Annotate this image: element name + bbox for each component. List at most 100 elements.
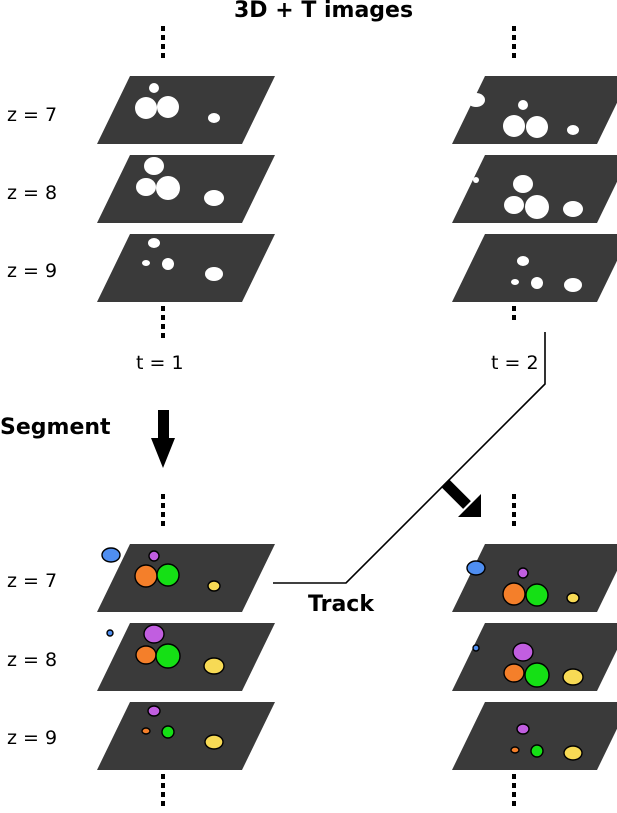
raw-t2-blob-0-0 bbox=[467, 93, 485, 107]
dots-seg-t2-top bbox=[512, 494, 516, 499]
seg-t1-slice-0 bbox=[97, 544, 275, 612]
seg-t2-cell-1-3 bbox=[524, 662, 550, 688]
seg-t1-cell-1-1 bbox=[143, 624, 165, 644]
seg-t1-cell-2-2 bbox=[161, 725, 175, 739]
seg-t1-cell-1-2 bbox=[135, 645, 157, 665]
raw-t1-blob-1-3 bbox=[156, 176, 180, 200]
seg-t2-cell-2-3 bbox=[563, 745, 583, 761]
dots-seg-t2-top bbox=[512, 512, 516, 517]
seg-t1-cell-1-0 bbox=[106, 629, 114, 637]
raw-t1-blob-1-2 bbox=[136, 178, 156, 196]
seg-t2-cell-1-1 bbox=[512, 642, 534, 662]
raw-t2-blob-1-1 bbox=[513, 175, 533, 193]
dots-raw-t1-bottom bbox=[161, 324, 165, 329]
time-label-t2: t = 2 bbox=[491, 352, 539, 374]
raw-t1-blob-0-0 bbox=[102, 80, 120, 94]
seg-t1-cell-2-0 bbox=[147, 705, 161, 717]
dots-raw-t1-bottom bbox=[161, 306, 165, 311]
raw-t2-blob-2-2 bbox=[531, 277, 543, 289]
dots-raw-t2-bottom bbox=[512, 315, 516, 320]
seg-t1-cell-2-1 bbox=[141, 727, 151, 735]
raw-t2-blob-1-2 bbox=[504, 196, 524, 214]
raw-t1-slice-1 bbox=[97, 155, 275, 223]
raw-t1-blob-2-0 bbox=[148, 238, 160, 248]
seg-t1-cell-0-2 bbox=[134, 564, 158, 588]
dots-raw-t1-top bbox=[161, 35, 165, 40]
seg-t1-cell-0-4 bbox=[207, 580, 221, 592]
raw-t2-blob-2-1 bbox=[511, 279, 519, 285]
seg-t2-cell-2-1 bbox=[510, 746, 520, 754]
raw-t1-slice-2 bbox=[97, 234, 275, 302]
track-label: Track bbox=[308, 592, 374, 617]
dots-seg-t1-top bbox=[161, 494, 165, 499]
raw-t1-blob-1-0 bbox=[107, 162, 113, 168]
seg-t1-cell-0-3 bbox=[156, 563, 180, 587]
dots-raw-t1-top bbox=[161, 44, 165, 49]
dots-seg-t1-top bbox=[161, 512, 165, 517]
seg-t2-cell-0-0 bbox=[466, 560, 486, 576]
raw-t2-blob-1-3 bbox=[525, 195, 549, 219]
seg-t2-cell-0-2 bbox=[502, 582, 526, 606]
seg-t1-slice-2 bbox=[97, 702, 275, 770]
dots-raw-t2-bottom bbox=[512, 306, 516, 311]
dots-seg-t2-bottom bbox=[512, 792, 516, 797]
raw-t2-blob-0-3 bbox=[526, 116, 548, 138]
figure-title: 3D + T images bbox=[234, 0, 414, 23]
time-label-t1: t = 1 bbox=[136, 352, 184, 374]
dots-raw-t2-top bbox=[512, 35, 516, 40]
seg-t2-slice-2 bbox=[452, 702, 617, 770]
raw-t1-blob-0-4 bbox=[208, 113, 220, 123]
dots-seg-t1-bottom bbox=[161, 774, 165, 779]
seg-t2-cell-2-0 bbox=[516, 723, 530, 735]
z-label-raw-7: z = 7 bbox=[7, 104, 58, 126]
dots-raw-t1-top bbox=[161, 53, 165, 58]
dots-raw-t1-bottom bbox=[161, 315, 165, 320]
raw-t1-slice-0 bbox=[97, 76, 275, 144]
dots-seg-t2-bottom bbox=[512, 774, 516, 779]
track-arrow bbox=[441, 479, 481, 517]
dots-seg-t2-bottom bbox=[512, 801, 516, 806]
raw-t2-blob-2-0 bbox=[517, 256, 529, 266]
dots-seg-t1-bottom bbox=[161, 783, 165, 788]
seg-t2-cell-1-4 bbox=[562, 668, 584, 686]
dots-seg-t1-bottom bbox=[161, 792, 165, 797]
seg-t2-cell-2-2 bbox=[530, 744, 544, 758]
seg-t1-cell-1-4 bbox=[203, 657, 225, 675]
raw-t1-blob-0-2 bbox=[135, 97, 157, 119]
dots-raw-t2-top bbox=[512, 26, 516, 31]
dots-raw-t2-top bbox=[512, 44, 516, 49]
raw-t2-slice-2 bbox=[452, 234, 617, 302]
dots-seg-t1-top bbox=[161, 521, 165, 526]
seg-t1-cell-0-1 bbox=[148, 550, 160, 562]
dots-seg-t2-top bbox=[512, 521, 516, 526]
raw-t1-blob-1-1 bbox=[144, 157, 164, 175]
z-label-raw-8: z = 8 bbox=[7, 182, 58, 204]
raw-t1-blob-1-4 bbox=[204, 190, 224, 206]
dots-seg-t1-top bbox=[161, 503, 165, 508]
segment-label: Segment bbox=[0, 415, 111, 440]
seg-t1-slice-1 bbox=[97, 623, 275, 691]
raw-t2-blob-0-4 bbox=[567, 125, 579, 135]
raw-t2-blob-0-2 bbox=[503, 115, 525, 137]
dots-seg-t2-top bbox=[512, 503, 516, 508]
z-label-seg-7: z = 7 bbox=[7, 570, 58, 592]
raw-t1-blob-2-1 bbox=[142, 260, 150, 266]
z-label-raw-9: z = 9 bbox=[7, 260, 58, 282]
raw-t1-blob-0-3 bbox=[157, 96, 179, 118]
seg-t2-cell-1-0 bbox=[472, 644, 480, 652]
dots-seg-t1-bottom bbox=[161, 801, 165, 806]
seg-t2-cell-0-4 bbox=[566, 592, 580, 604]
dots-seg-t2-bottom bbox=[512, 783, 516, 788]
seg-t1-cell-1-3 bbox=[155, 643, 181, 669]
raw-t2-blob-0-1 bbox=[518, 100, 528, 110]
raw-t2-blob-1-4 bbox=[563, 201, 583, 217]
segment-arrow bbox=[151, 410, 175, 468]
seg-t2-cell-0-1 bbox=[517, 567, 529, 579]
seg-t1-cell-2-3 bbox=[204, 734, 224, 750]
seg-t2-cell-0-3 bbox=[525, 583, 549, 607]
z-label-seg-9: z = 9 bbox=[7, 727, 58, 749]
raw-t2-blob-1-0 bbox=[473, 177, 479, 183]
dots-raw-t1-top bbox=[161, 26, 165, 31]
seg-t2-cell-1-2 bbox=[503, 663, 525, 683]
